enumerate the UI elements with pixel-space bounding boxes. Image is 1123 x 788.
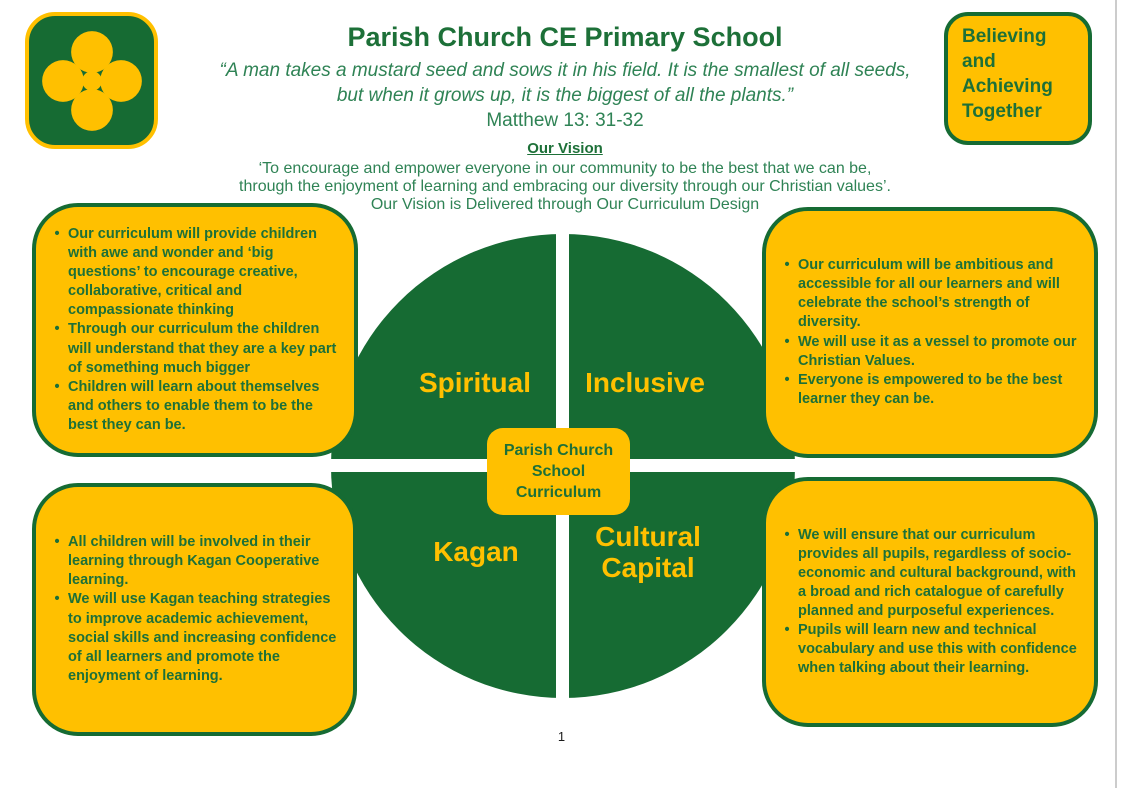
vision-heading: Our Vision (527, 140, 603, 157)
four-petal-clover-icon (41, 30, 142, 131)
page-number: 1 (557, 729, 566, 744)
school-title: Parish Church CE Primary School (347, 22, 783, 52)
vision-statement: ‘To encourage and empower everyone in ou… (150, 160, 980, 214)
page-edge-line (1115, 0, 1117, 788)
vision-line-3: Our Vision is Delivered through Our Curr… (370, 196, 760, 213)
bullet-item: We will use it as a vessel to promote ou… (776, 333, 1080, 371)
quadrant-label-inclusive: Inclusive (585, 367, 705, 398)
scripture-quote: “A man takes a mustard seed and sows it … (150, 58, 980, 108)
scripture-reference: Matthew 13: 31-32 (486, 110, 644, 131)
bullet-item: Pupils will learn new and technical voca… (776, 621, 1080, 678)
panel-cultural-capital: We will ensure that our curriculum provi… (762, 477, 1098, 727)
panel-inclusive: Our curriculum will be ambitious and acc… (762, 207, 1098, 458)
panel-spiritual: Our curriculum will provide children wit… (32, 203, 358, 457)
quadrant-label-cultural-capital: Cultural Capital (595, 521, 701, 583)
page-header: Parish Church CE Primary School “A man t… (150, 22, 980, 214)
school-logo (25, 12, 158, 149)
bullet-item: Children will learn about themselves and… (46, 378, 340, 435)
center-box-line-3: Curriculum (515, 484, 602, 501)
quadrant-label-kagan: Kagan (433, 536, 519, 567)
bullet-item: All children will be involved in their l… (46, 533, 339, 590)
vision-line-2: through the enjoyment of learning and em… (239, 178, 891, 195)
bullet-item: Our curriculum will be ambitious and acc… (776, 256, 1080, 333)
curriculum-center-box: Parish Church School Curriculum (487, 428, 630, 515)
bullet-item: Our curriculum will provide children wit… (46, 225, 340, 321)
center-box-line-2: School (531, 463, 586, 480)
panel-kagan: All children will be involved in their l… (32, 483, 357, 736)
quote-line-2: but when it grows up, it is the biggest … (336, 85, 794, 106)
quote-line-1: “A man takes a mustard seed and sows it … (219, 60, 911, 81)
motto-badge: Believing and Achieving Together (944, 12, 1092, 145)
quadrant-label-spiritual: Spiritual (418, 367, 531, 398)
vision-line-1: ‘To encourage and empower everyone in ou… (258, 160, 872, 177)
bullet-item: Through our curriculum the children will… (46, 320, 340, 377)
bullet-item: We will ensure that our curriculum provi… (776, 526, 1080, 622)
bullet-item: Everyone is empowered to be the best lea… (776, 371, 1080, 409)
center-box-line-1: Parish Church (503, 442, 614, 459)
bullet-item: We will use Kagan teaching strategies to… (46, 590, 339, 686)
